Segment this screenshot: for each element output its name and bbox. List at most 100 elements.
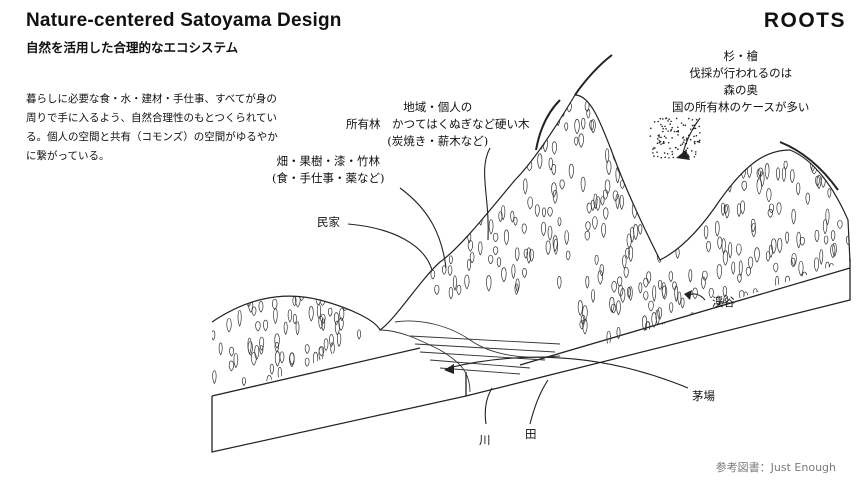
tree-mark <box>815 370 819 382</box>
tree-mark <box>620 195 624 209</box>
dot-mark <box>691 150 693 152</box>
tree-mark <box>623 89 627 98</box>
tree-mark <box>317 76 322 91</box>
tree-mark <box>659 230 662 239</box>
intro-text: 暮らしに必要な食・水・建材・手仕事、すべてが身の周りで手に入るよう、自然合理性の… <box>26 90 282 166</box>
tree-mark <box>229 361 233 371</box>
tree-mark <box>214 208 218 220</box>
tree-mark <box>833 167 836 176</box>
tree-mark <box>774 120 777 129</box>
tree-mark <box>363 343 366 355</box>
tree-mark <box>600 265 604 276</box>
tree-mark <box>465 167 469 175</box>
tree-mark <box>226 248 229 260</box>
tree-mark <box>770 307 774 316</box>
tree-mark <box>842 315 847 326</box>
tree-mark <box>546 241 550 255</box>
page-subtitle: 自然を活用した合理的なエコシステム <box>26 37 238 56</box>
tree-mark <box>313 79 317 94</box>
tree-mark <box>750 327 754 341</box>
tree-mark <box>257 254 260 264</box>
dot-mark <box>671 127 673 129</box>
tree-mark <box>626 141 630 157</box>
tree-mark <box>223 192 226 208</box>
tree-mark <box>234 353 238 367</box>
tree-mark <box>482 194 486 206</box>
dot-mark <box>698 126 700 128</box>
tree-mark <box>487 198 490 206</box>
dot-mark <box>668 157 670 159</box>
tree-mark <box>791 258 795 267</box>
tree-mark <box>669 272 673 282</box>
tree-mark <box>837 128 841 143</box>
tree-mark <box>809 361 813 377</box>
label-shoyurin: 地域・個人の 所有林 かつてはくぬぎなど硬い木 (炭焼き・薪木など) <box>346 99 530 150</box>
tree-mark <box>761 323 764 332</box>
ridge-outline <box>212 95 850 330</box>
tree-mark <box>738 274 742 282</box>
tree-mark <box>599 351 603 367</box>
tree-mark <box>413 218 417 230</box>
tree-mark <box>596 196 600 210</box>
tree-mark <box>297 213 301 222</box>
dot-mark <box>686 137 688 139</box>
dot-mark <box>677 126 679 128</box>
tree-mark <box>621 113 625 122</box>
tree-mark <box>823 220 827 234</box>
tree-mark <box>274 308 278 323</box>
tree-mark <box>251 277 255 291</box>
tree-mark <box>665 101 669 116</box>
tree-mark <box>238 310 241 326</box>
dot-mark <box>653 147 655 149</box>
tree-mark <box>813 125 816 135</box>
tree-mark <box>714 338 719 349</box>
tree-mark <box>792 338 796 350</box>
tree-mark <box>636 79 640 91</box>
tree-mark <box>523 179 527 194</box>
tree-mark <box>308 235 312 243</box>
dot-mark <box>662 118 664 120</box>
tree-mark <box>535 205 539 217</box>
tree-mark <box>291 79 295 93</box>
arrow-heads <box>444 150 692 374</box>
tree-mark <box>671 203 675 214</box>
tree-mark <box>387 257 391 266</box>
tree-mark <box>309 306 313 321</box>
tree-mark <box>214 283 219 293</box>
tree-mark <box>742 181 747 191</box>
tree-mark <box>657 362 662 377</box>
label-line: 伐採が行われるのは <box>672 65 809 82</box>
tree-mark <box>631 342 634 352</box>
tree-mark <box>230 267 234 282</box>
tree-mark <box>523 268 527 277</box>
tree-mark <box>722 121 727 130</box>
tree-mark <box>322 319 325 331</box>
label-minka: 民家 <box>317 214 340 231</box>
tree-mark <box>594 81 598 90</box>
label-line: 国の所有林のケースが多い <box>672 99 809 116</box>
tree-mark <box>552 183 557 197</box>
dot-mark <box>654 121 656 123</box>
tree-mark <box>653 286 656 302</box>
tree-mark <box>322 90 327 106</box>
tree-mark <box>792 378 795 387</box>
tree-mark <box>689 270 692 282</box>
tree-mark <box>792 209 796 224</box>
tree-mark <box>364 365 368 375</box>
tree-mark <box>685 119 689 129</box>
tree-mark <box>434 210 438 222</box>
tree-mark <box>529 147 533 157</box>
tree-mark <box>786 276 790 286</box>
tree-mark <box>350 242 355 254</box>
dot-mark <box>676 118 678 120</box>
tree-mark <box>817 86 821 97</box>
tree-mark <box>307 97 310 106</box>
tree-mark <box>365 274 370 285</box>
tree-mark <box>560 180 564 189</box>
dot-mark <box>669 123 671 125</box>
valley-floor <box>380 321 560 392</box>
tree-mark <box>791 286 794 300</box>
tree-mark <box>359 347 362 360</box>
tree-mark <box>837 271 841 283</box>
tree-mark <box>741 371 744 385</box>
